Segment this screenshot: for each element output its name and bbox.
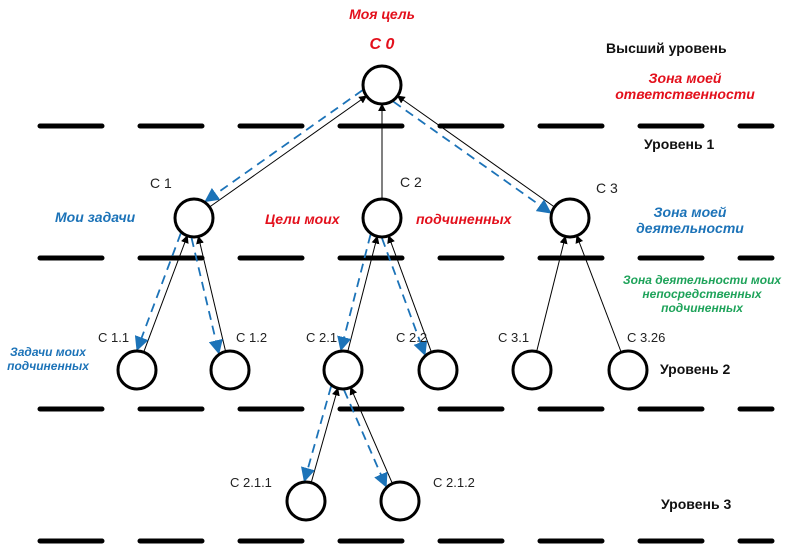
node-label-c3-26: С 3.26 xyxy=(627,330,666,345)
node-label-c2-1-1: С 2.1.1 xyxy=(230,475,272,490)
my-tasks-label: Мои задачи xyxy=(55,209,136,225)
goal-nodes xyxy=(116,64,649,522)
node-label-c2-1-2: С 2.1.2 xyxy=(433,475,475,490)
goal-node-c1-2 xyxy=(209,349,251,391)
subordinate-tasks-label: Задачи моих подчиненных xyxy=(0,345,96,374)
level-top-label: Высший уровень xyxy=(606,40,727,56)
level-1-label: Уровень 1 xyxy=(644,136,715,152)
task-edge-c0-c1 xyxy=(204,89,363,203)
node-label-c1-2: С 1.2 xyxy=(236,330,268,345)
zone-subordinates-activity-label: Зона деятельности моих непосредственных … xyxy=(612,273,792,315)
task-edge-c2-1-c2-1-2 xyxy=(343,389,388,488)
subordinate-goals-label-left: Цели моих xyxy=(265,211,340,227)
goal-edge-c3-1-c3 xyxy=(536,235,568,352)
goal-edge-c3-26-c3 xyxy=(575,235,622,353)
task-edge-c1-c1-2 xyxy=(190,237,223,355)
goal-node-c3-1 xyxy=(511,349,553,391)
node-label-c2-2: С 2.2 xyxy=(396,330,428,345)
goal-edge-c2-1-1-c2-1 xyxy=(310,387,340,483)
goal-node-c0 xyxy=(361,64,403,106)
node-label-c2: С 2 xyxy=(400,174,422,190)
zone-activity-label: Зона моей деятельности xyxy=(625,204,755,236)
goal-node-c2-1-2 xyxy=(379,480,421,522)
goal-node-c2-1-1 xyxy=(285,480,327,522)
goal-edge-c2-2-c2 xyxy=(387,235,432,353)
goal-edge-c1-2-c1 xyxy=(196,235,227,352)
task-edge-c2-1-c2-1-1 xyxy=(301,386,332,483)
zone-responsibility-line-1: Зона моей xyxy=(648,70,722,86)
task-edges xyxy=(134,89,552,488)
zone-subordinates-line-2: непосредственных xyxy=(642,286,762,301)
node-label-c2-1: С 2.1 xyxy=(306,330,338,345)
task-edge-c2-c2-1 xyxy=(337,234,372,352)
task-edge-c1-c1-1 xyxy=(134,233,182,352)
node-label-c1: С 1 xyxy=(150,175,172,191)
goal-edge-c2-1-2-c2-1 xyxy=(349,386,393,484)
goal-node-c3 xyxy=(549,197,591,239)
task-edge-c0-c3 xyxy=(392,100,552,214)
goal-edge-c1-1-c1 xyxy=(143,235,189,353)
zone-subordinates-line-3: подчиненных xyxy=(661,300,743,315)
goal-node-c2-2 xyxy=(417,349,459,391)
root-node-label: С 0 xyxy=(369,36,395,53)
level-separators xyxy=(37,123,775,544)
goal-node-c1 xyxy=(173,197,215,239)
goal-edge-c3-c0 xyxy=(396,95,555,208)
subordinate-goals-label-right: подчиненных xyxy=(416,211,512,227)
goal-node-c2 xyxy=(361,197,403,239)
subordinate-tasks-line-1: Задачи моих xyxy=(10,345,86,359)
task-edge-c2-c2-2 xyxy=(381,237,428,356)
zone-responsibility-label: Зона моей ответственности xyxy=(590,70,780,102)
zone-subordinates-line-1: Зона деятельности моих xyxy=(622,273,782,287)
goal-edge-c1-c0 xyxy=(209,95,368,208)
diagram-title: Моя цель xyxy=(349,6,415,22)
node-label-c3-1: С 3.1 xyxy=(498,330,530,345)
node-label-c3: С 3 xyxy=(596,180,618,196)
goal-edge-c2-1-c2 xyxy=(347,235,380,352)
node-label-c1-1: С 1.1 xyxy=(98,330,130,345)
zone-activity-line-1: Зона моей xyxy=(653,204,727,220)
goal-edges xyxy=(143,95,622,484)
goal-node-c2-1 xyxy=(322,349,364,391)
level-2-label: Уровень 2 xyxy=(660,361,731,377)
subordinate-tasks-line-2: подчиненных xyxy=(7,358,89,373)
goal-node-c3-26 xyxy=(607,349,649,391)
goal-node-c1-1 xyxy=(116,349,158,391)
zone-responsibility-line-2: ответственности xyxy=(615,86,755,103)
zone-activity-line-2: деятельности xyxy=(636,220,744,237)
level-3-label: Уровень 3 xyxy=(661,496,732,512)
